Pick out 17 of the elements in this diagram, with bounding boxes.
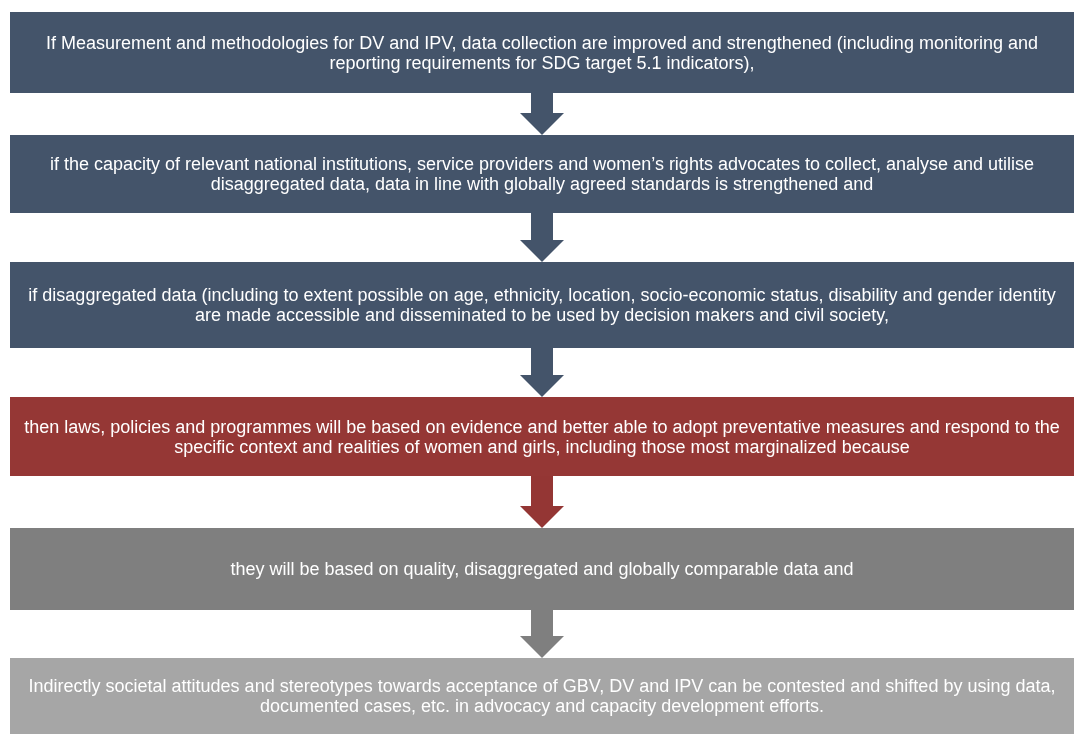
process-box: [10, 12, 1074, 93]
box-text: if disaggregated data (including to extent possible on age, ethnicity, location, socio-economic status, disability and gender identity are made accessible and disseminated to be used by decision makers and civil society,: [27, 285, 1057, 325]
block-arrow: [520, 348, 564, 397]
process-box: [10, 658, 1074, 734]
block-arrow: [520, 93, 564, 135]
block-arrow: [520, 476, 564, 528]
box-text: Indirectly societal attitudes and stereotypes towards acceptance of GBV, DV and IPV can be contested and shifted by using data, documented cases, etc. in advocacy and capacity development efforts.: [27, 676, 1057, 716]
box-text: then laws, policies and programmes will be based on evidence and better able to adopt preventative measures and respond to the specific context and realities of women and girls, including those most marginalized because: [24, 416, 1060, 457]
process-box: [10, 528, 1074, 610]
block-arrow: [520, 213, 564, 262]
process-box: [10, 262, 1074, 348]
process-box: [10, 397, 1074, 476]
block-arrow: [520, 610, 564, 658]
process-box: [10, 135, 1074, 213]
box-text: if the capacity of relevant national institutions, service providers and women’s rights advocates to collect, analyse and utilise disaggregated data, data in line with globally agreed standards is strengthened and: [48, 154, 1036, 194]
box-text: If Measurement and methodologies for DV and IPV, data collection are improved and strengthened (including monitoring and reporting requirements for SDG target 5.1 indicators),: [45, 32, 1039, 73]
box-text: they will be based on quality, disaggregated and globally comparable data and: [230, 559, 854, 579]
